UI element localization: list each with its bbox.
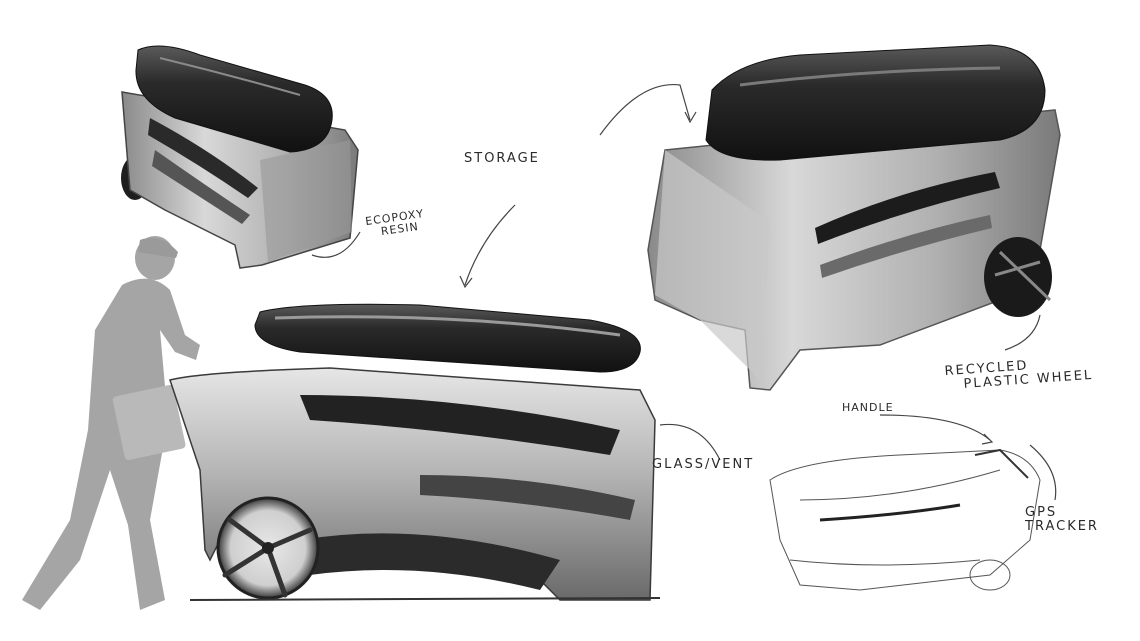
annotation-arrows [311, 83, 1057, 501]
cart-sketch-top-left [121, 45, 359, 269]
human-scale-silhouette [22, 236, 200, 610]
storage-label: STORAGE [464, 151, 540, 166]
gps-tracker-label-line-2: TRACKER [1025, 518, 1099, 534]
cart-sketch-top-right [647, 44, 1061, 391]
glass-vent-label: GLASS/VENT [652, 457, 755, 472]
cart-sketch-main [169, 303, 661, 601]
cart-sketch-line-drawing [769, 448, 1041, 591]
gps-tracker-label: GPS TRACKER [1025, 506, 1099, 533]
gps-tracker-label-line-1: GPS [1025, 505, 1058, 520]
handle-label: HANDLE [842, 401, 894, 414]
